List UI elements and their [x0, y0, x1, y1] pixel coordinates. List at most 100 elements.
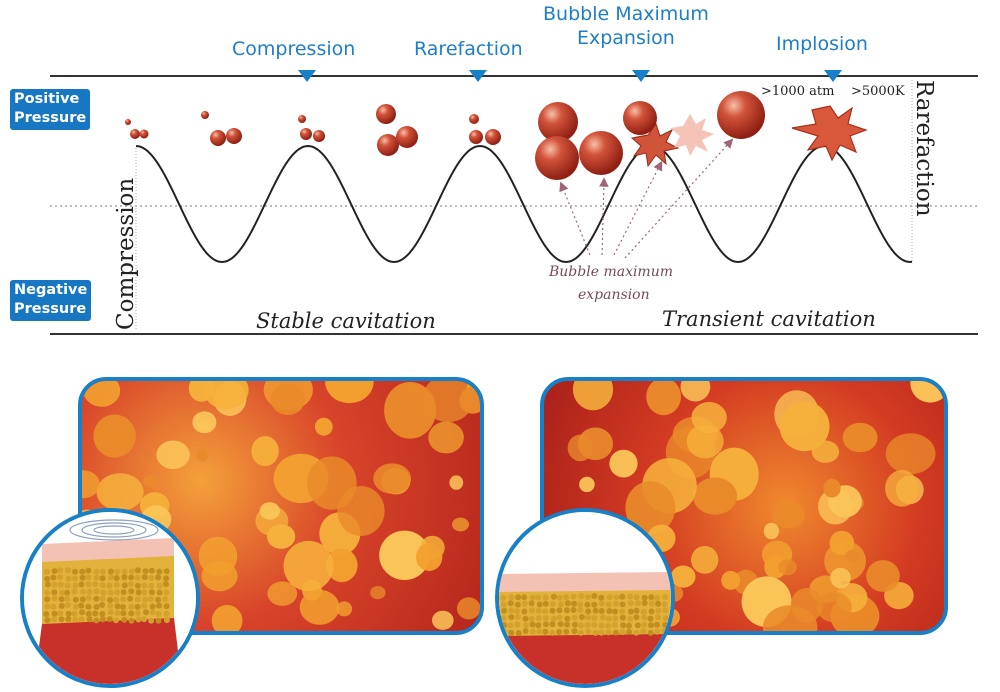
fat-cell-dot [163, 575, 170, 582]
fat-cell-dot [156, 582, 163, 589]
fat-cell-dot [65, 575, 72, 582]
fat-cell-dot [584, 601, 591, 608]
fat-cell-dot [108, 574, 114, 581]
fat-cell-dot [120, 589, 127, 596]
fat-cell-dot [564, 600, 571, 607]
fat-globule [459, 386, 480, 414]
fat-cell-dot [640, 628, 647, 635]
fat-globule [885, 470, 919, 507]
fat-cell-dot [654, 628, 661, 635]
fat-globule [830, 567, 851, 589]
fat-globule [866, 560, 900, 592]
fat-cell-dot [64, 567, 71, 574]
fat-cell-dot [134, 596, 141, 603]
bubble-note-line1: Bubble maximum [548, 264, 673, 280]
fat-cell-dot [535, 607, 542, 614]
fat-cell-dot [542, 600, 549, 607]
temperature-value: >5000K [851, 84, 905, 99]
fat-globule [842, 422, 878, 453]
fat-globule [259, 502, 280, 520]
fat-cell-dot [558, 601, 564, 608]
fat-cell-dot [662, 621, 669, 628]
fat-globule [143, 474, 160, 488]
fat-cell-dot [655, 614, 662, 621]
label-compression: Compression [232, 38, 356, 60]
fat-cell-dot [163, 568, 170, 575]
fat-cell-dot [592, 607, 599, 614]
fat-globule [83, 381, 121, 407]
stable-cavitation-photo [78, 377, 484, 635]
fat-cell-dot [515, 594, 522, 601]
fat-cell-dot [613, 594, 620, 601]
fat-cell-dot [163, 610, 170, 617]
fat-cell-dot [549, 621, 556, 628]
fat-cell-dot [528, 607, 535, 614]
fat-cell-dot [508, 594, 515, 601]
bubble-icon [623, 101, 657, 135]
fat-cell-dot [141, 582, 148, 589]
bubble-icon [125, 119, 131, 125]
fat-globule [267, 581, 298, 606]
fat-globule [201, 560, 238, 592]
fat-cell-dot [508, 629, 515, 636]
skin-layers-image [499, 512, 671, 684]
fat-globule [829, 530, 855, 556]
implosion-burst-icon [630, 122, 680, 168]
fat-cell-dot [149, 609, 156, 616]
fat-cell-dot [134, 582, 141, 589]
fat-cell-dot [585, 594, 591, 601]
label-bubble-max-line1: Bubble Maximum [543, 3, 709, 25]
fat-cell-dot [542, 594, 549, 601]
transient-cavitation-label: Transient cavitation [662, 307, 876, 331]
fat-cell-dot [577, 607, 584, 614]
fat-cell-dot [114, 568, 121, 575]
fat-cell-dot [521, 594, 528, 601]
fat-cell-dot [627, 593, 634, 600]
fat-cell-dot [135, 589, 142, 596]
fat-cell-dot [51, 581, 58, 588]
fat-cell-dot [606, 615, 612, 622]
fat-cell-dot [662, 594, 669, 601]
fat-globule [771, 500, 805, 529]
fat-cell-dot [556, 614, 563, 621]
fat-cell-dot [72, 603, 79, 610]
fat-cell-dot [99, 595, 106, 602]
fat-cell-dot [107, 602, 114, 609]
fat-cell-dot [508, 607, 515, 614]
fat-cell-dot [79, 596, 86, 603]
fat-cell-dot [634, 622, 641, 629]
label-implosion: Implosion [776, 33, 868, 55]
fat-globule [579, 476, 595, 493]
fat-cell-dot [598, 594, 605, 601]
fat-cell-dot [626, 622, 632, 629]
fat-cell-dot [128, 581, 134, 588]
marker-triangle-icon [298, 70, 316, 82]
fat-cell-dot [648, 594, 655, 601]
fat-cell-dot [143, 609, 149, 616]
transient-skin-inset [495, 508, 675, 688]
fat-cell-dot [148, 617, 155, 624]
fat-cell-dot [577, 622, 584, 629]
fat-cell-dot [606, 608, 613, 614]
fat-cell-dot [619, 614, 626, 621]
fat-globule [96, 473, 144, 511]
fat-cell-dot [121, 616, 128, 623]
positive-line1: Positive [14, 91, 80, 107]
fat-cell-dot [550, 615, 557, 622]
bubble-icon [485, 129, 501, 145]
fat-cell-dot [99, 611, 106, 617]
fat-globule [646, 381, 681, 416]
fat-cell-dot [591, 601, 598, 608]
fat-cell-dot [128, 603, 135, 610]
fat-cell-dot [163, 581, 169, 588]
fat-cell-dot [648, 622, 654, 629]
fat-globule [691, 546, 719, 574]
fat-cell-dot [44, 589, 51, 596]
fat-cells-image [544, 381, 944, 631]
fat-cell-dot [536, 628, 543, 635]
fat-cell-dot [605, 629, 612, 636]
fat-cell-dot [149, 603, 156, 610]
fat-cell-dot [163, 617, 170, 624]
fat-cell-dot [93, 568, 100, 575]
left-axis-label: Compression [113, 178, 139, 330]
